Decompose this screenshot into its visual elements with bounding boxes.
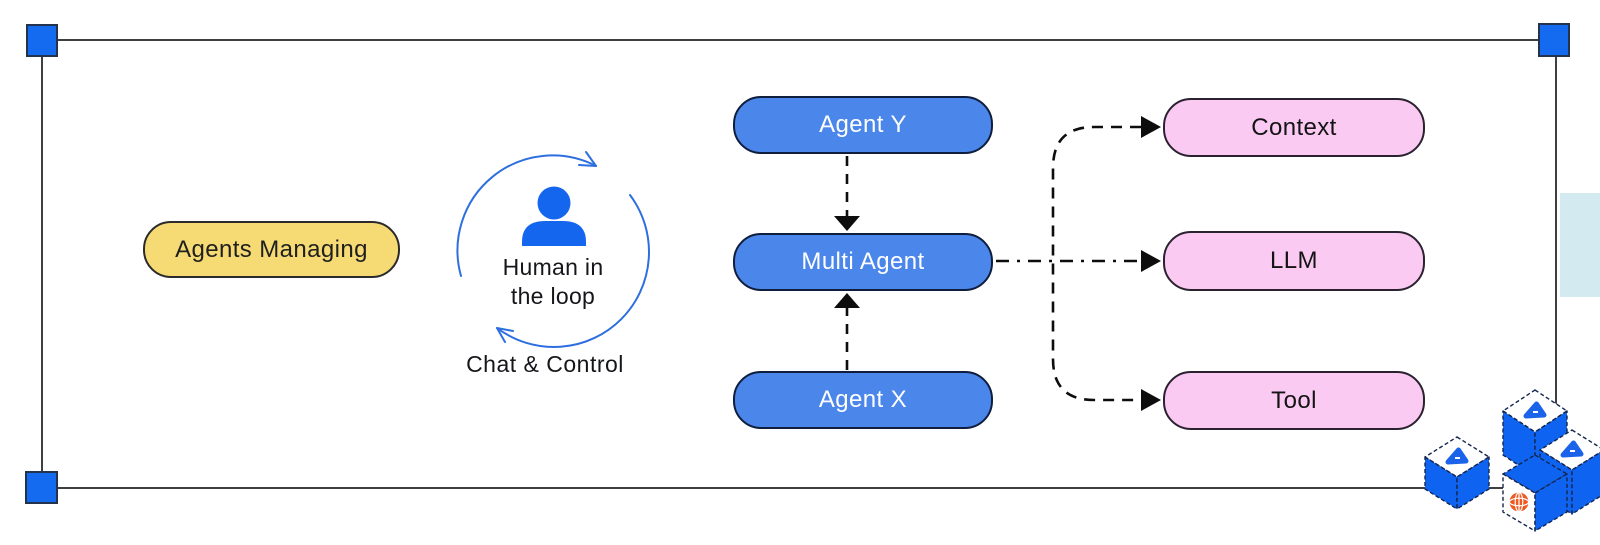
triangle-logo-icon [1523, 401, 1547, 419]
node-agent-x-label: Agent X [818, 386, 908, 413]
arrowhead-to-tool-icon [1141, 389, 1161, 411]
node-multi-agent[interactable]: Multi Agent [733, 233, 993, 291]
selection-handle-top-right[interactable] [1538, 23, 1570, 57]
isometric-cubes-illustration[interactable] [1424, 389, 1600, 532]
arrowhead-up-icon [834, 293, 860, 308]
chat-control-caption[interactable]: Chat & Control [466, 351, 624, 377]
node-tool-label: Tool [1271, 386, 1317, 414]
triangle-logo-icon [1445, 447, 1469, 465]
node-llm-label: LLM [1270, 247, 1318, 274]
cube-single [1424, 436, 1490, 510]
globe-icon [1508, 491, 1530, 513]
human-in-loop-label[interactable]: Human in the loop [453, 253, 653, 311]
cycle-arrows-icon[interactable] [456, 151, 650, 348]
node-context-label: Context [1251, 113, 1337, 141]
node-tool[interactable]: Tool [1163, 371, 1425, 430]
node-agent-x[interactable]: Agent X [733, 371, 993, 429]
branch-connector-context-tool [1051, 125, 1141, 402]
node-agent-y[interactable]: Agent Y [733, 96, 993, 154]
selection-handle-bottom-left[interactable] [25, 471, 58, 504]
selection-handle-top-left[interactable] [26, 24, 58, 57]
node-agents-managing-label: Agents Managing [175, 235, 368, 263]
node-agent-y-label: Agent Y [819, 111, 907, 138]
person-icon [522, 186, 586, 246]
cube-cluster-front [1502, 454, 1568, 532]
node-context[interactable]: Context [1163, 98, 1425, 157]
human-in-loop-line1: Human in [502, 254, 604, 280]
triangle-logo-icon [1560, 440, 1584, 458]
node-llm[interactable]: LLM [1163, 231, 1425, 291]
node-multi-agent-label: Multi Agent [801, 248, 925, 275]
arrowhead-down-icon [834, 216, 860, 231]
arrowhead-to-llm-icon [1141, 250, 1161, 272]
human-in-loop-line2: the loop [510, 283, 596, 309]
arrowhead-to-context-icon [1141, 116, 1161, 138]
background-accent-patch [1560, 193, 1600, 297]
node-agents-managing[interactable]: Agents Managing [143, 221, 400, 278]
selection-frame [41, 39, 1557, 489]
